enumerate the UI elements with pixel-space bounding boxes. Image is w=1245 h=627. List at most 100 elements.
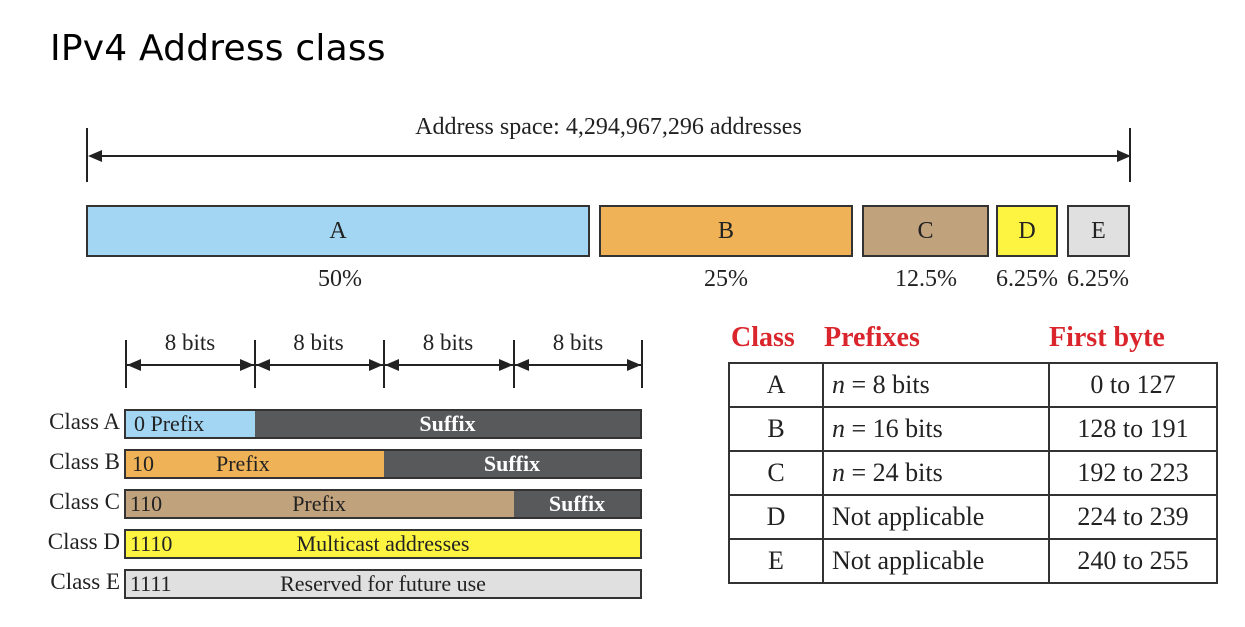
segment-label-e: E [1091, 217, 1106, 244]
bit-arrow-3-right [499, 359, 513, 371]
segment-label-b: B [717, 217, 734, 244]
segment-label-a: A [329, 217, 347, 244]
bar-class-b-suffix: Suffix [384, 451, 640, 477]
lead-bits-d: 1110 [130, 531, 173, 556]
percent-class-b: 25% [704, 266, 748, 292]
prefix-label-b: Prefix [216, 451, 270, 476]
segment-label-c: C [917, 217, 934, 244]
table-cell-class: E [728, 538, 824, 584]
bar-class-a: 0 Prefix Suffix [124, 409, 642, 439]
percent-class-e: 6.25% [1067, 266, 1129, 292]
bit-arrow-4-left [515, 359, 529, 371]
percent-class-c: 12.5% [895, 266, 957, 292]
table-cell-first-byte: 128 to 191 [1048, 406, 1218, 452]
prefix-var: n [832, 370, 845, 399]
table-cell-first-byte: 240 to 255 [1048, 538, 1218, 584]
bit-tick-4 [641, 340, 643, 388]
table-cell-prefix: n = 24 bits [822, 450, 1050, 496]
bits-label-4: 8 bits [552, 330, 604, 355]
bit-arrow-line [126, 364, 641, 366]
row-label-class-d: Class D [47, 529, 120, 554]
bits-label-3: 8 bits [422, 330, 474, 355]
prefix-var: n [832, 414, 845, 443]
class-table: A n = 8 bits 0 to 127 B n = 16 bits 128 … [728, 362, 1218, 584]
lead-bits-b: 10 [132, 451, 154, 476]
table-cell-first-byte: 224 to 239 [1048, 494, 1218, 540]
suffix-label-b: Suffix [483, 451, 541, 476]
table-cell-first-byte: 0 to 127 [1048, 362, 1218, 408]
body-label-d: Multicast addresses [296, 531, 470, 556]
table-header-prefixes: Prefixes [824, 322, 920, 353]
suffix-label-c: Suffix [548, 491, 606, 516]
prefix-text: Not applicable [832, 546, 985, 575]
segment-label-d: D [1018, 217, 1036, 244]
segment-class-a: A [86, 205, 590, 257]
table-cell-prefix: Not applicable [822, 538, 1050, 584]
bar-class-b-prefix: 10 Prefix [126, 451, 384, 477]
bar-class-a-suffix: Suffix [255, 411, 640, 437]
bit-arrow-1-left [127, 359, 141, 371]
lead-bits-c: 110 [130, 491, 163, 516]
segment-class-c: C [862, 205, 989, 257]
bit-arrow-4-right [627, 359, 641, 371]
prefix-label-a: Prefix [150, 411, 205, 436]
bit-arrow-2-left [256, 359, 270, 371]
table-cell-prefix: n = 8 bits [822, 362, 1050, 408]
table-header-first-byte: First byte [1049, 322, 1165, 353]
table-row: D Not applicable 224 to 239 [728, 494, 1218, 540]
bar-class-d: 1110 Multicast addresses [124, 529, 642, 559]
table-cell-first-byte: 192 to 223 [1048, 450, 1218, 496]
table-cell-class: A [728, 362, 824, 408]
prefix-label-c: Prefix [292, 491, 346, 516]
percent-class-d: 6.25% [996, 266, 1058, 292]
lead-bits-a: 0 [134, 411, 145, 436]
prefix-text: = 24 bits [845, 458, 943, 487]
table-row: E Not applicable 240 to 255 [728, 538, 1218, 584]
bar-class-a-prefix: 0 Prefix [126, 411, 255, 437]
lead-bits-e-wrap: 1111 [130, 571, 172, 597]
table-cell-class: C [728, 450, 824, 496]
prefix-var: n [832, 458, 845, 487]
address-space-label: Address space: 4,294,967,296 addresses [415, 114, 802, 140]
row-label-class-e: Class E [50, 569, 120, 594]
lead-bits-e: 1111 [130, 571, 172, 596]
row-label-class-a: Class A [49, 409, 120, 434]
bit-arrow-1-right [240, 359, 254, 371]
page-title: IPv4 Address class [50, 28, 386, 69]
space-left-tick [86, 128, 88, 182]
table-cell-prefix: Not applicable [822, 494, 1050, 540]
row-label-class-c: Class C [49, 489, 120, 514]
bar-class-e-body: Reserved for future use [126, 571, 640, 597]
bit-arrow-3-left [385, 359, 399, 371]
suffix-label-a: Suffix [419, 411, 476, 436]
table-cell-class: D [728, 494, 824, 540]
bits-label-2: 8 bits [293, 330, 344, 355]
row-label-class-b: Class B [49, 449, 120, 474]
bar-class-c-prefix: 110 Prefix [126, 491, 514, 517]
table-cell-class: B [728, 406, 824, 452]
table-header-class: Class [731, 322, 795, 353]
table-row: C n = 24 bits 192 to 223 [728, 450, 1218, 496]
body-label-e: Reserved for future use [280, 571, 486, 596]
bar-class-c-suffix: Suffix [514, 491, 640, 517]
bit-arrow-2-right [369, 359, 383, 371]
segment-class-e: E [1067, 205, 1130, 257]
prefix-text: = 8 bits [845, 370, 930, 399]
table-cell-prefix: n = 16 bits [822, 406, 1050, 452]
lead-bits-d-wrap: 1110 [130, 531, 172, 557]
segment-class-b: B [599, 205, 853, 257]
bar-class-b: 10 Prefix Suffix [124, 449, 642, 479]
space-arrow-left [88, 150, 102, 162]
prefix-text: Not applicable [832, 502, 985, 531]
percent-class-a: 50% [318, 266, 362, 292]
segment-class-d: D [996, 205, 1058, 257]
space-arrow-line [96, 155, 1120, 157]
bits-label-1: 8 bits [164, 330, 216, 355]
bar-class-e: 1111 Reserved for future use [124, 569, 642, 599]
bar-class-c: 110 Prefix Suffix [124, 489, 642, 519]
bar-class-d-body: Multicast addresses [126, 531, 640, 557]
table-row: A n = 8 bits 0 to 127 [728, 362, 1218, 408]
space-arrow-right [1117, 150, 1131, 162]
table-row: B n = 16 bits 128 to 191 [728, 406, 1218, 452]
prefix-text: = 16 bits [845, 414, 943, 443]
